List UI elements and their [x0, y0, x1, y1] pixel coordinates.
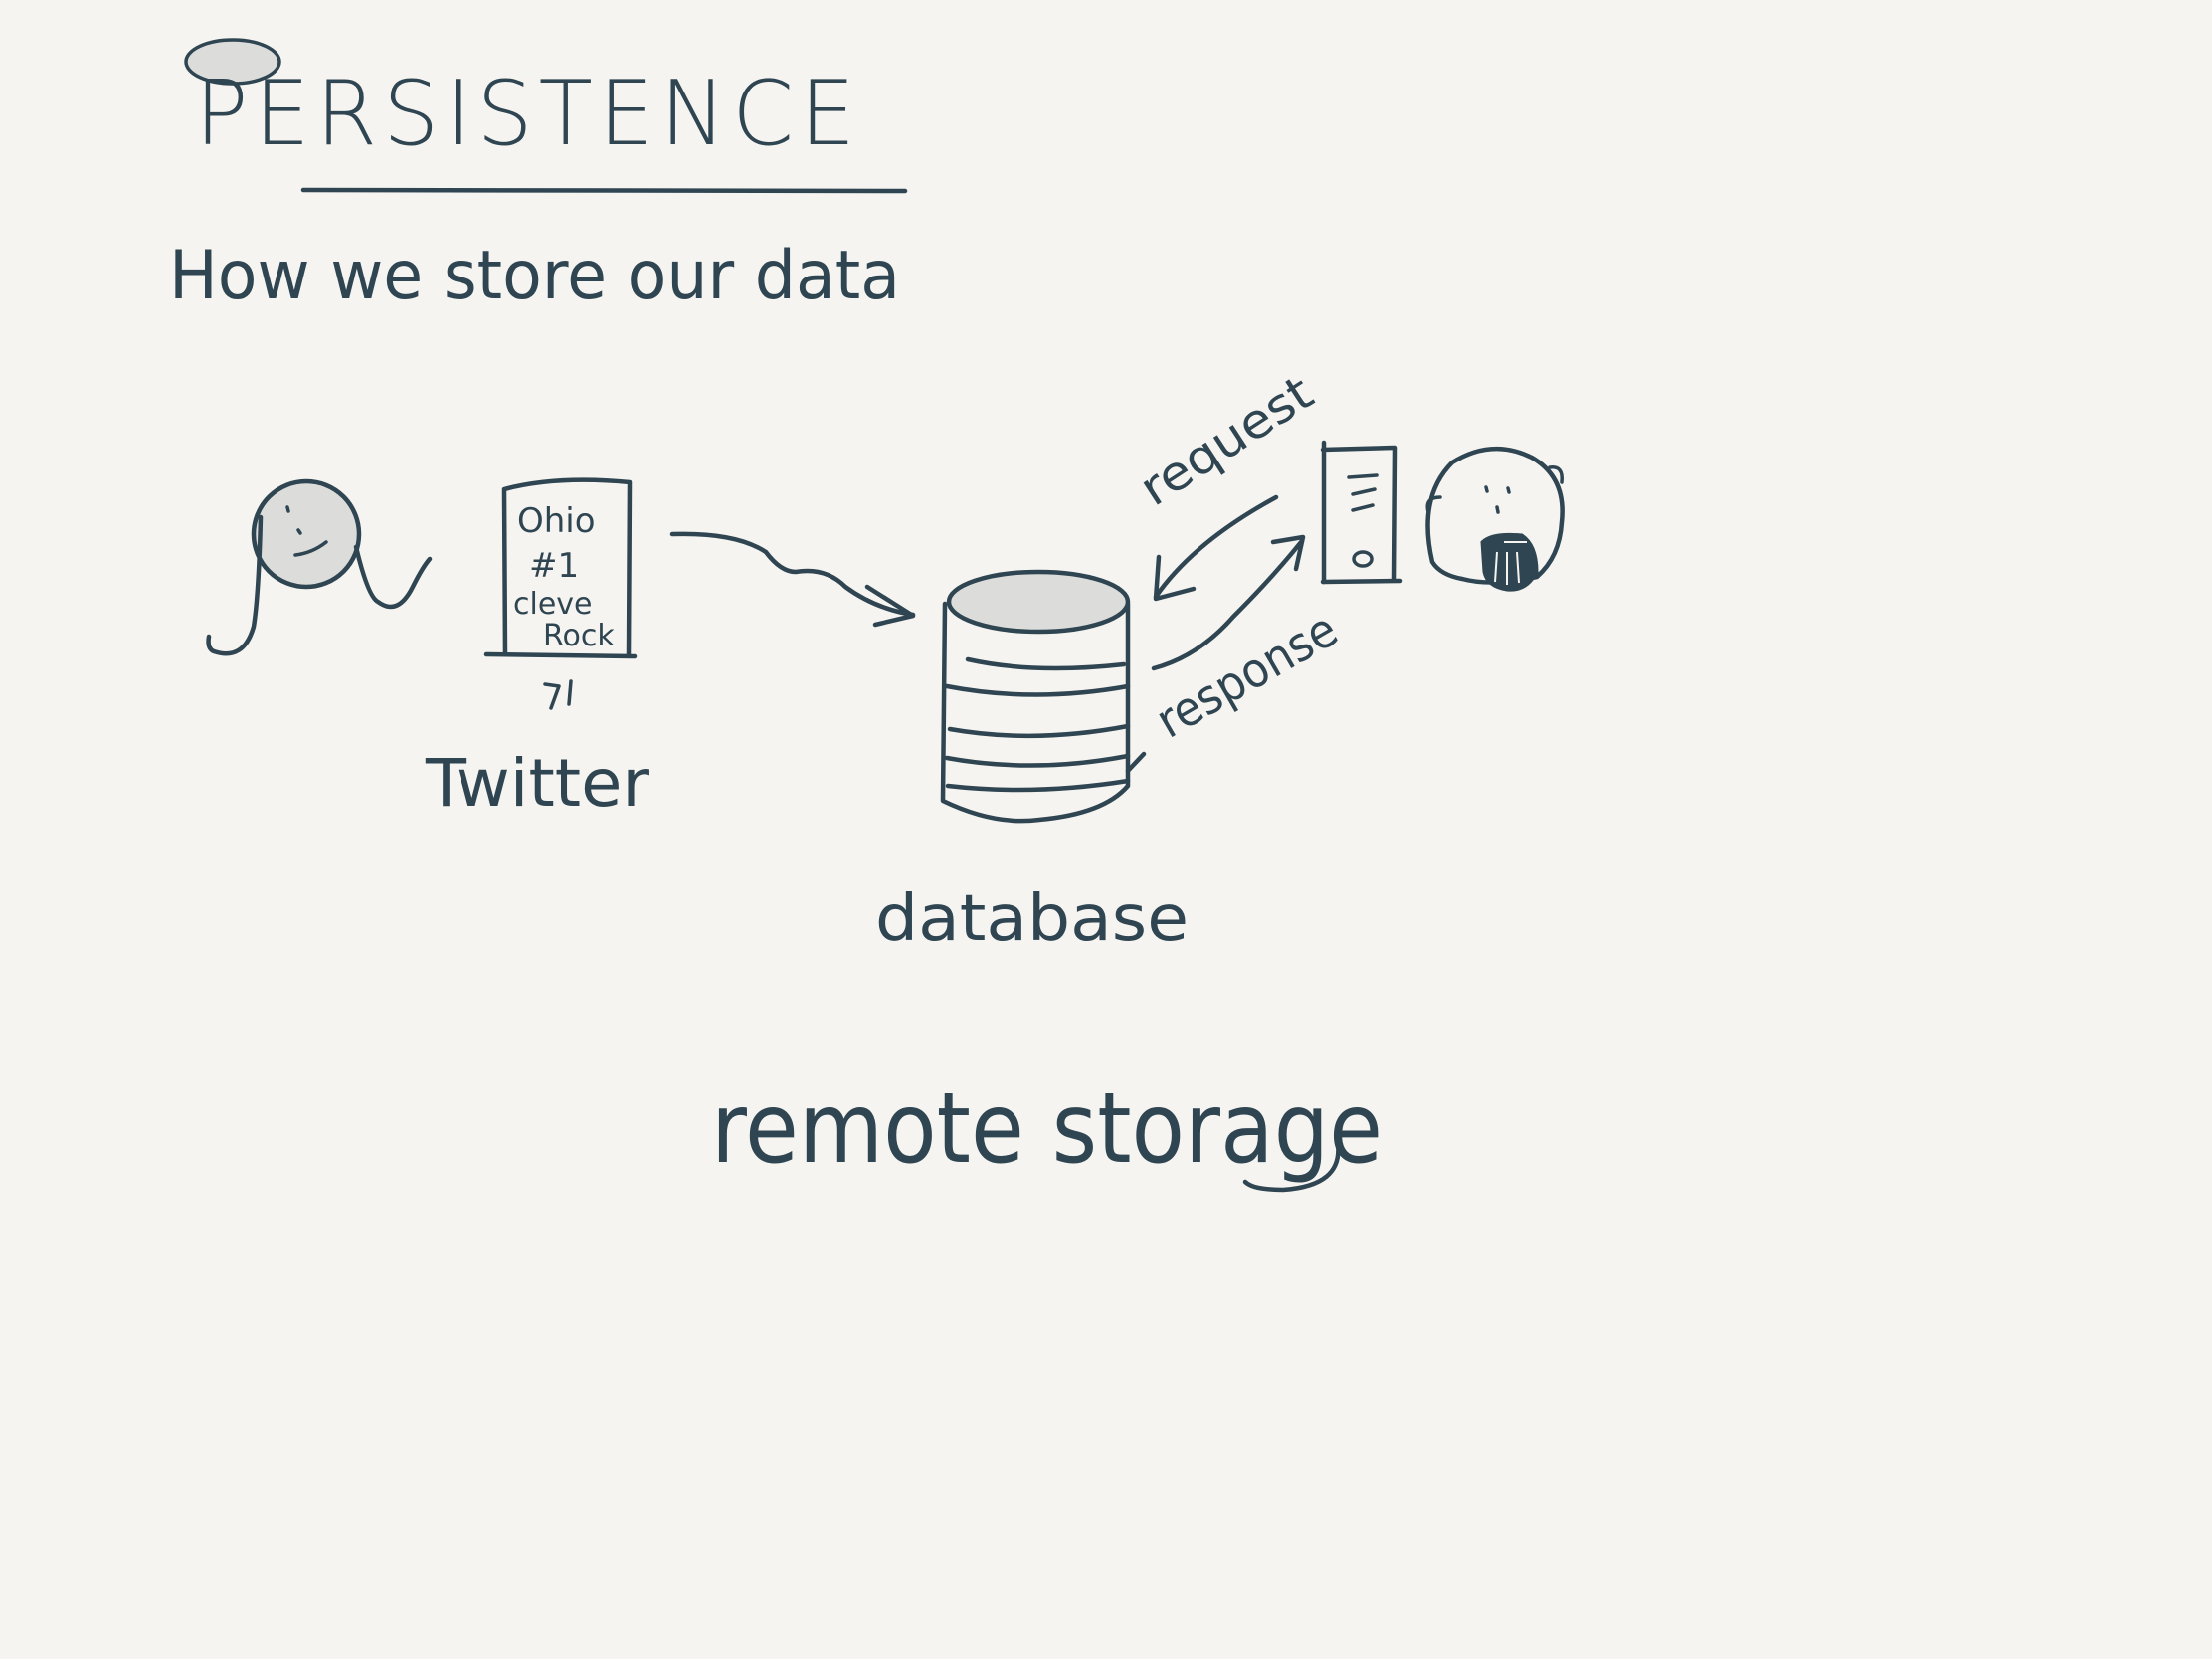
database-body [940, 601, 1131, 824]
developer-ear [1548, 465, 1564, 484]
server-icon [1320, 440, 1403, 585]
server-slot [1347, 473, 1379, 479]
developer-head [1425, 446, 1565, 585]
database-tick [1125, 751, 1147, 774]
database-stripe [944, 753, 1131, 768]
developer-nose [1495, 505, 1500, 514]
request-arrow [1153, 494, 1279, 602]
remote-storage-tail [1242, 1141, 1341, 1193]
twitter-label: Twitter [425, 745, 650, 822]
title-group: PERSISTENCE [184, 38, 908, 194]
developer-beard-lines [1494, 541, 1527, 585]
database-stripe [965, 656, 1127, 671]
tweet-to-database-arrow [669, 531, 916, 628]
tweet-line: Rock [543, 619, 615, 653]
user-arm-right [353, 544, 433, 610]
server-outline [1320, 440, 1398, 585]
developer-eye [1484, 485, 1489, 493]
tweet-card-outline [501, 477, 633, 657]
user-figure [206, 478, 433, 656]
tweet-tally-mark [543, 679, 573, 710]
database-stripe [945, 778, 1131, 793]
tweet-line: cleve [513, 587, 593, 622]
user-eye [296, 528, 302, 535]
developer-eye [1506, 486, 1511, 494]
page-title: PERSISTENCE [195, 62, 861, 166]
request-label: request [1130, 365, 1323, 517]
server-base [1320, 578, 1403, 585]
user-head [251, 478, 362, 590]
database-icon [940, 569, 1147, 824]
remote-storage-label: remote storage [711, 1072, 1382, 1186]
server-slot [1351, 503, 1375, 512]
server-power-button [1352, 550, 1374, 568]
tweet-line: #1 [529, 546, 579, 586]
server-slot [1351, 487, 1377, 496]
database-top [946, 569, 1131, 635]
user-smile [293, 540, 328, 557]
user-arm-left [206, 514, 264, 656]
developer-ear [1425, 495, 1442, 514]
response-label: response [1147, 602, 1347, 749]
database-label: database [875, 882, 1189, 956]
title-underline [300, 187, 908, 194]
response-arrow [1151, 534, 1306, 671]
developer-figure [1425, 446, 1565, 592]
database-stripe [947, 723, 1131, 739]
page-subtitle: How we store our data [169, 237, 900, 315]
title-highlight-blob [184, 38, 281, 86]
tweet-card: Ohio #1 cleve Rock [483, 477, 638, 710]
tweet-line: Ohio [517, 501, 596, 541]
user-eye [285, 505, 290, 513]
database-stripe [944, 683, 1131, 697]
tweet-card-base [483, 651, 638, 659]
